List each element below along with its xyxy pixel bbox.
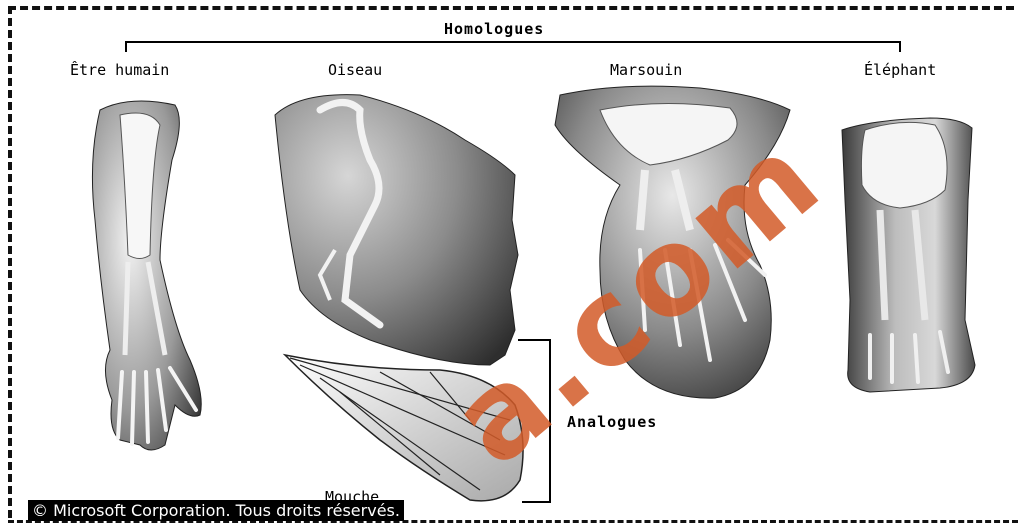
bird-wing-illustration <box>275 95 518 365</box>
label-porpoise: Marsouin <box>610 61 682 79</box>
copyright-notice: © Microsoft Corporation. Tous droits rés… <box>28 500 404 521</box>
label-bird: Oiseau <box>328 61 382 79</box>
human-arm-illustration <box>92 101 201 450</box>
label-elephant: Éléphant <box>864 61 936 79</box>
homologues-title: Homologues <box>444 20 544 38</box>
label-human: Être humain <box>70 61 169 79</box>
homologues-bracket <box>126 42 900 52</box>
elephant-leg-illustration <box>842 118 975 392</box>
